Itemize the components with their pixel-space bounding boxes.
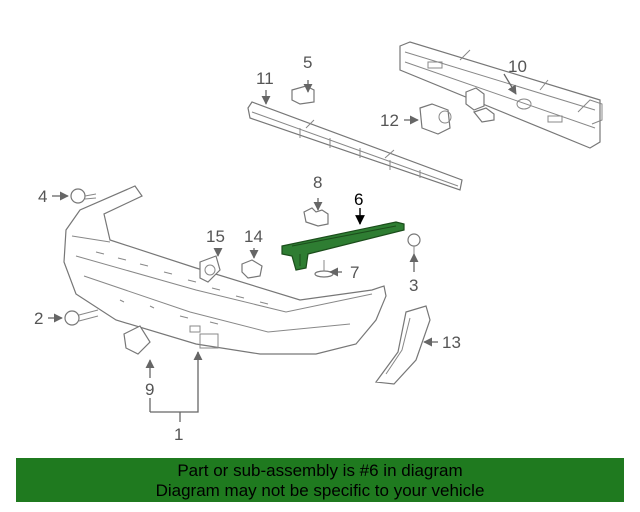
part-10-reinforcement-bar <box>399 41 603 149</box>
info-banner: Part or sub-assembly is #6 in diagram Di… <box>16 458 624 502</box>
callout-numbers: 1 2 3 4 5 6 7 8 9 10 11 12 13 14 15 <box>34 53 527 444</box>
callout-2: 2 <box>34 309 43 328</box>
part-8-bracket <box>303 207 329 227</box>
callout-9: 9 <box>145 380 154 399</box>
part-9-cover <box>123 325 151 355</box>
callout-3: 3 <box>409 276 418 295</box>
leader-lines <box>48 73 517 422</box>
callout-13: 13 <box>442 333 461 352</box>
callout-15: 15 <box>206 227 225 246</box>
callout-10: 10 <box>508 57 527 76</box>
callout-6: 6 <box>354 190 363 209</box>
parts-diagram: 1 2 3 4 5 6 7 8 9 10 11 12 13 14 15 <box>34 41 603 444</box>
callout-7: 7 <box>350 263 359 282</box>
part-7-push-pin <box>314 260 334 278</box>
callout-4: 4 <box>38 187 47 206</box>
part-12-hitch-bracket <box>419 87 495 135</box>
part-1-bumper-fascia <box>63 185 387 355</box>
part-15-sensor-bezel <box>199 255 221 283</box>
part-2-bolt <box>64 309 99 326</box>
banner-line-2: Diagram may not be specific to your vehi… <box>155 481 485 500</box>
callout-14: 14 <box>244 227 263 246</box>
callout-5: 5 <box>303 53 312 72</box>
banner-line-1: Part or sub-assembly is #6 in diagram <box>177 461 463 480</box>
part-5-clip <box>291 85 315 105</box>
part-3-retainer <box>407 233 421 256</box>
callout-12: 12 <box>380 111 399 130</box>
part-14-sensor <box>241 259 263 279</box>
part-11-step-pad <box>247 101 463 191</box>
part-6-bracket-highlighted <box>281 221 405 271</box>
callout-8: 8 <box>313 173 322 192</box>
callout-11: 11 <box>256 69 274 88</box>
part-13-side-bracket <box>374 305 431 385</box>
callout-1: 1 <box>174 425 183 444</box>
part-4-push-pin <box>70 188 97 204</box>
